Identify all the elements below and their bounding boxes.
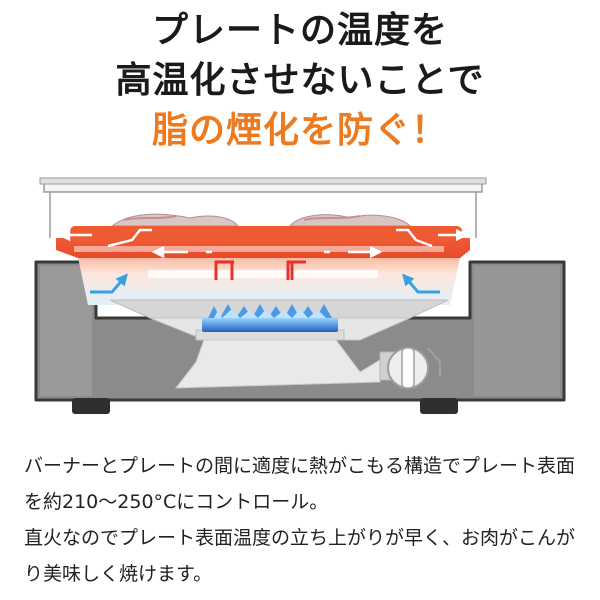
stove-diagram	[34, 177, 566, 414]
blue-airflow-arrow-icon	[90, 273, 440, 294]
headline-line-1: プレートの温度を	[151, 10, 448, 51]
headline-line-3: 脂の煙化を防ぐ！	[151, 110, 448, 151]
description: バーナーとプレートの間に適度に熱がこもる構造でプレート表面を約210〜250°C…	[24, 448, 584, 592]
red-rising-arrows	[214, 260, 306, 280]
description-paragraph-2: 直火なのでプレート表面温度の立ち上がりが早く、お肉がこんがり美味しく焼けます。	[24, 527, 576, 585]
control-knob-icon	[387, 347, 441, 389]
headline-line-2: 高温化させないことで	[115, 60, 485, 101]
glass-cover	[39, 177, 487, 238]
description-paragraph-1: バーナーとプレートの間に適度に熱がこもる構造でプレート表面を約210〜250°C…	[24, 455, 576, 513]
stove-feet	[72, 398, 458, 414]
meat-pieces	[110, 213, 412, 227]
blue-flame-icon	[202, 304, 338, 332]
red-heat-arrow-icon	[57, 228, 469, 259]
headline: プレートの温度を 高温化させないことで 脂の煙化を防ぐ！	[0, 6, 600, 156]
